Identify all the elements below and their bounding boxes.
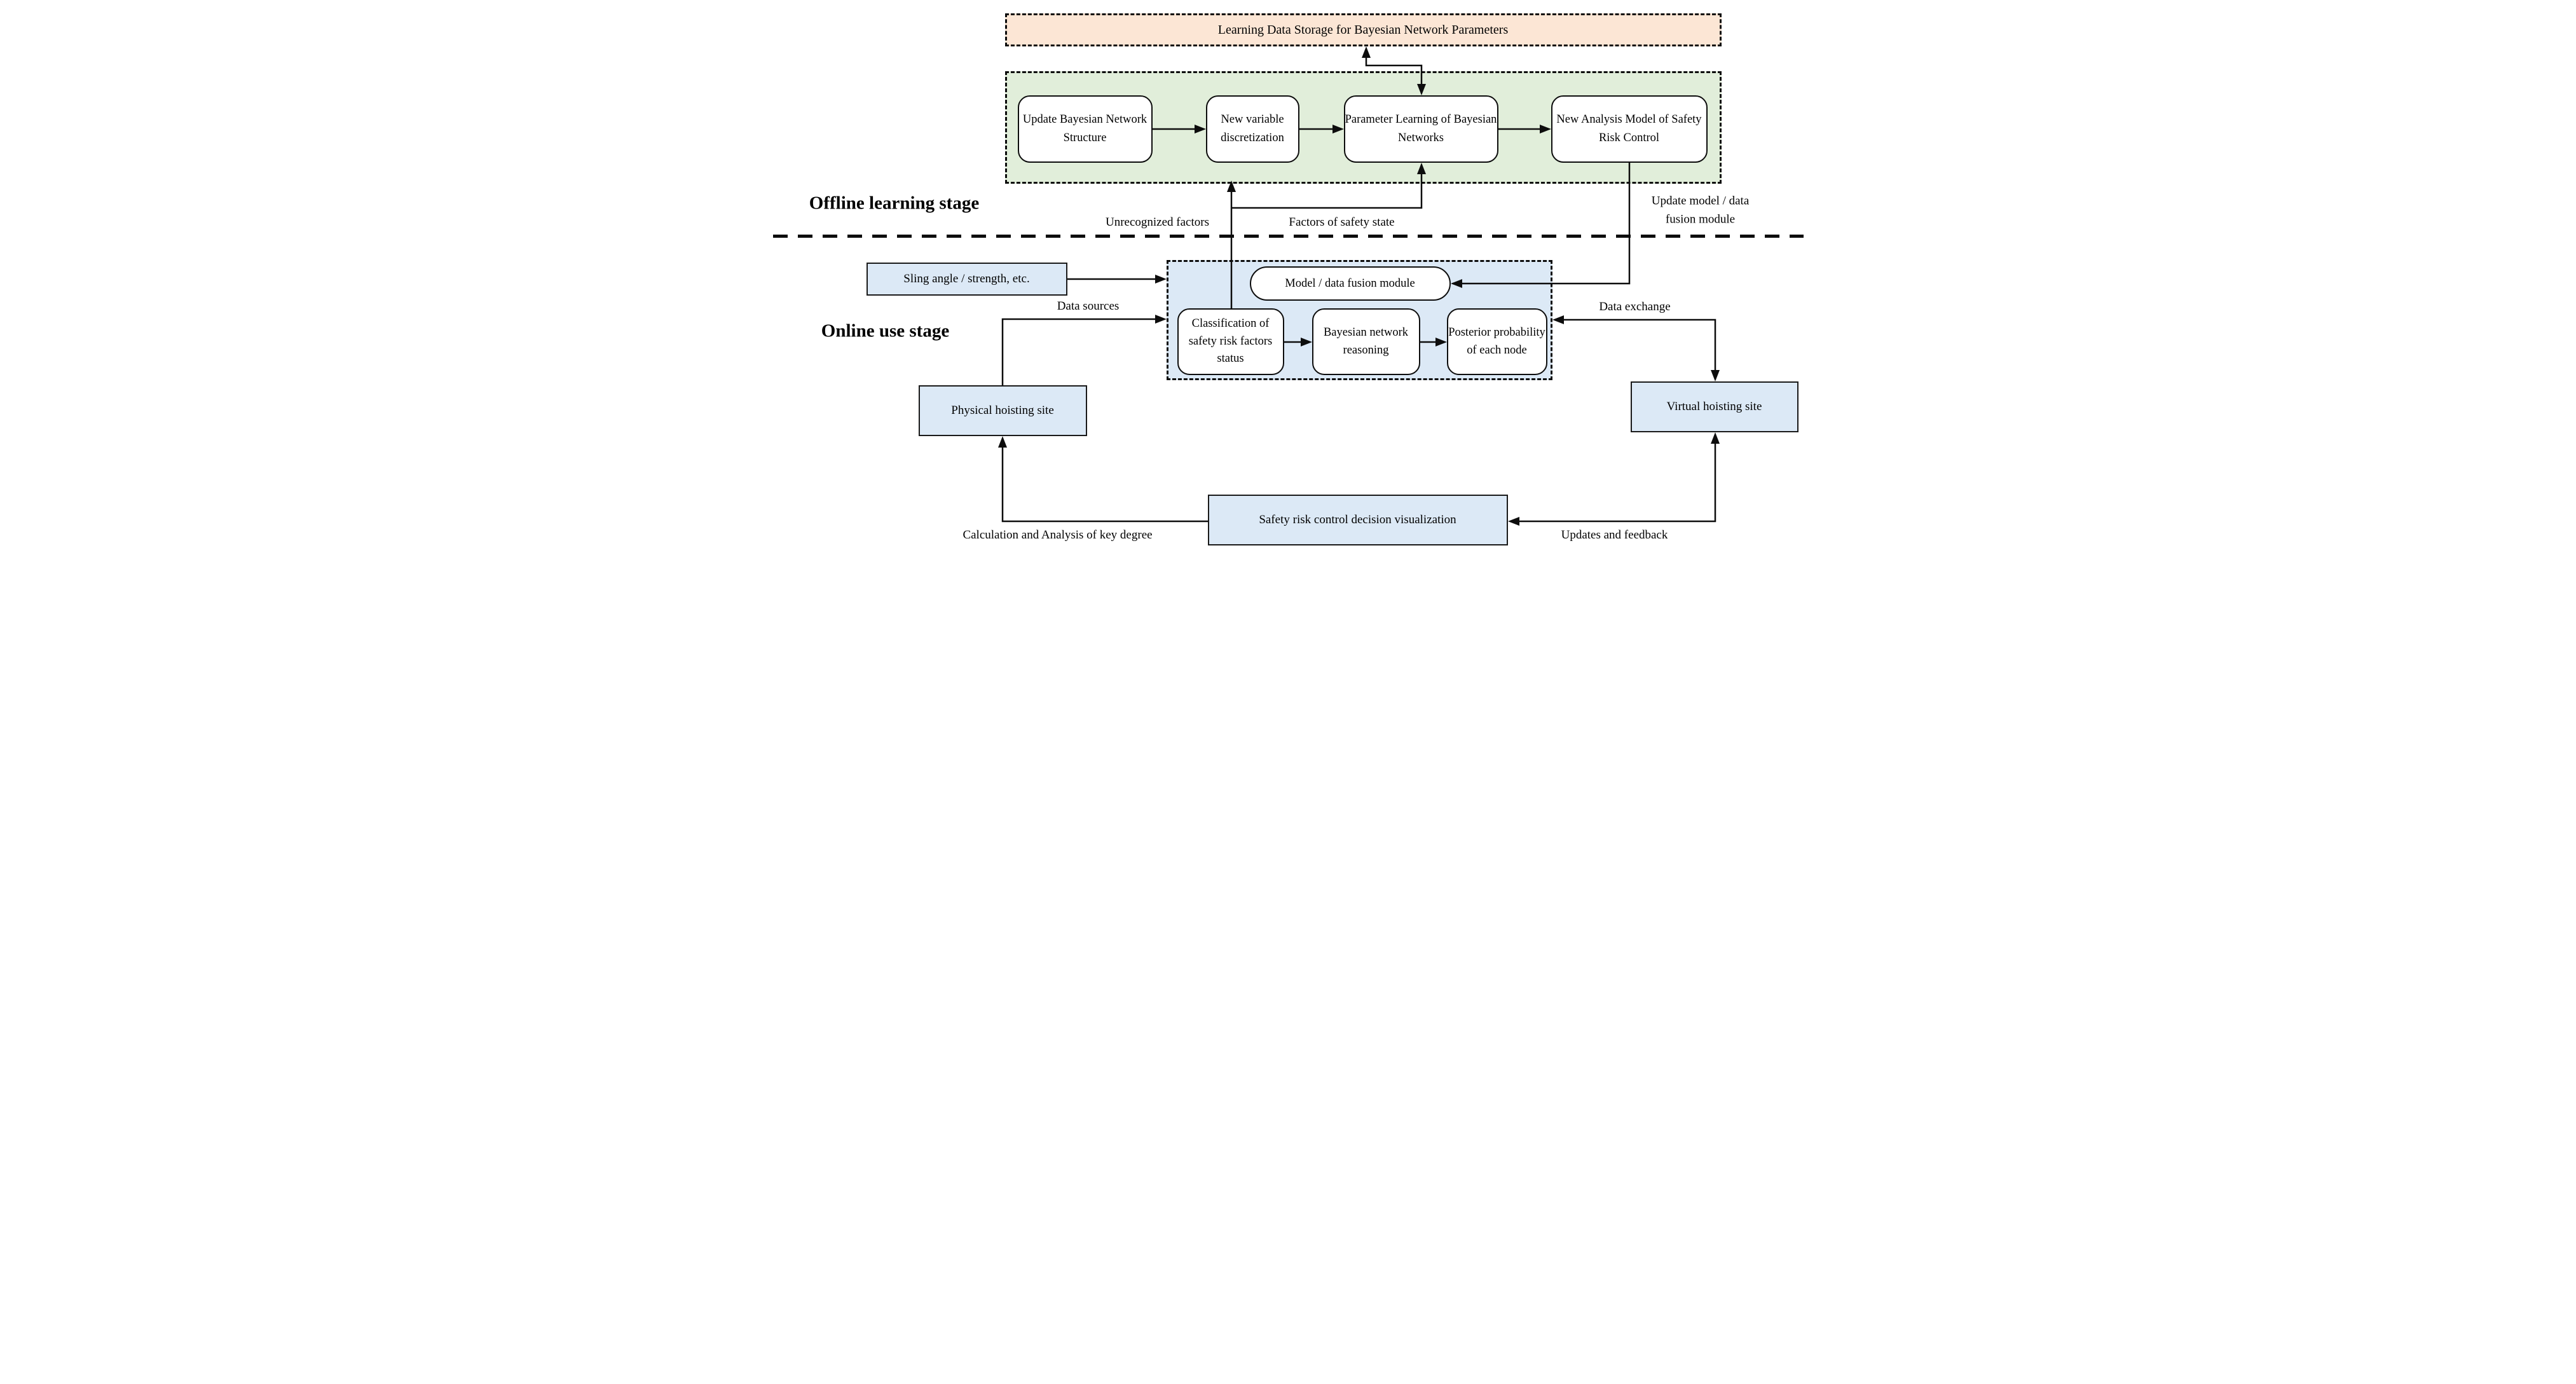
node-new-analysis-model: New Analysis Model of Safety Risk Contro… (1551, 95, 1708, 163)
node-classification-status: Classification of safety risk factors st… (1177, 308, 1284, 375)
arrow-calculation-key-degree (997, 436, 1208, 523)
node-safety-risk-visualization: Safety risk control decision visualizati… (1207, 495, 1508, 545)
online-stage-heading: Online use stage (821, 320, 950, 341)
node-label: New variable discretization (1221, 113, 1284, 144)
node-virtual-hoisting-site: Virtual hoisting site (1630, 381, 1798, 432)
node-parameter-learning: Parameter Learning of Bayesian Networks (1343, 95, 1498, 163)
label-factors-of-safety-state: Factors of safety state (1289, 215, 1395, 229)
learning-data-storage-label: Learning Data Storage for Bayesian Netwo… (1217, 22, 1509, 37)
node-label: Physical hoisting site (951, 404, 1054, 417)
node-label: Update Bayesian Network Structure (1022, 113, 1148, 144)
offline-stage-heading: Offline learning stage (809, 193, 980, 214)
node-label: Posterior probability of each node (1448, 325, 1545, 357)
node-sling-angle-strength: Sling angle / strength, etc. (866, 263, 1067, 296)
learning-data-storage-box: Learning Data Storage for Bayesian Netwo… (1004, 13, 1722, 46)
node-new-variable-discretization: New variable discretization (1205, 95, 1299, 163)
label-unrecognized-factors: Unrecognized factors (1105, 215, 1210, 229)
label-data-exchange: Data exchange (1599, 299, 1671, 313)
label-data-sources: Data sources (1057, 299, 1120, 313)
node-model-data-fusion-module: Model / data fusion module (1249, 266, 1451, 301)
node-label: Virtual hoisting site (1666, 400, 1762, 413)
node-label: New Analysis Model of Safety Risk Contro… (1556, 113, 1702, 144)
label-calculation-key-degree: Calculation and Analysis of key degree (963, 528, 1153, 542)
node-label: Safety risk control decision visualizati… (1259, 513, 1456, 526)
diagram-canvas: Learning Data Storage for Bayesian Netwo… (772, 0, 1804, 554)
node-label: Model / data fusion module (1285, 277, 1415, 290)
arrow-data-exchange (1552, 315, 1720, 381)
node-label: Bayesian network reasoning (1323, 325, 1409, 357)
stage-divider-line (772, 235, 1804, 238)
label-update-model-fusion: Update model / data fusion module (1651, 194, 1750, 226)
node-label: Parameter Learning of Bayesian Networks (1345, 113, 1497, 144)
label-updates-and-feedback: Updates and feedback (1561, 528, 1668, 542)
node-label: Classification of safety risk factors st… (1188, 317, 1273, 366)
arrow-data-sources (1001, 315, 1167, 385)
node-posterior-probability: Posterior probability of each node (1446, 308, 1547, 375)
arrow-updates-feedback (1507, 432, 1720, 526)
node-physical-hoisting-site: Physical hoisting site (918, 385, 1087, 436)
node-bayesian-network-reasoning: Bayesian network reasoning (1312, 308, 1420, 375)
node-label: Sling angle / strength, etc. (903, 272, 1030, 285)
node-update-bayesian-network-structure: Update Bayesian Network Structure (1017, 95, 1153, 163)
arrow-sling-to-module (1067, 275, 1167, 284)
